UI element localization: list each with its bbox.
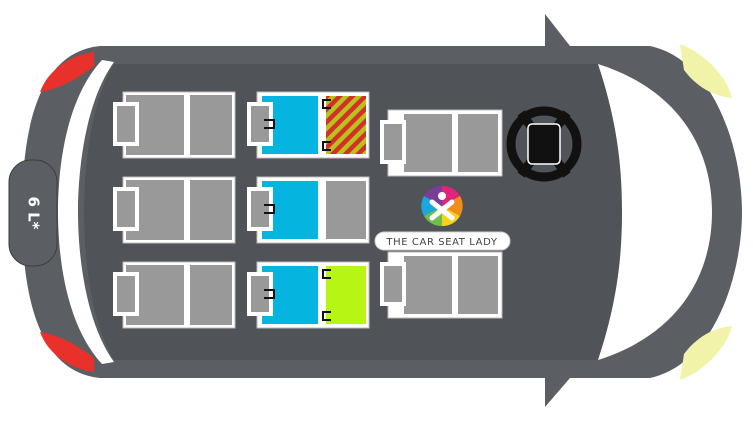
third-row-seat-right[interactable] [113,261,236,329]
third-row-seats [113,91,236,329]
second-row-seats [247,91,370,329]
third-row-seat-middle[interactable] [113,176,236,244]
latch-connector [264,204,275,214]
headlight-top [680,44,732,98]
tail-light-bottom [40,332,94,372]
latch-connector [264,289,275,299]
latch-connector [322,269,331,279]
windshield [598,64,712,360]
second-row-seat-right[interactable] [247,261,370,329]
steering-wheel-icon [506,106,582,182]
brand-label-text: THE CAR SEAT LADY [385,237,497,248]
driver-seat[interactable] [380,109,503,177]
latch-connector [322,141,331,151]
tail-light-top [40,52,94,92]
rear-label-badge: 6 L* [8,159,58,267]
front-row-seats [380,109,503,319]
booster-seat-hatched [326,96,366,154]
rear-label-text: 6 L* [25,196,43,229]
brand-label: THE CAR SEAT LADY [374,231,511,251]
latch-connector [264,119,275,129]
booster-seat-green [326,266,366,324]
rear-window [58,60,114,364]
latch-connector [322,311,331,321]
car-seat-lady-logo-icon [421,185,463,227]
second-row-seat-left[interactable] [247,91,370,159]
third-row-seat-left[interactable] [113,91,236,159]
headlight-bottom [680,326,732,380]
second-row-seat-middle[interactable] [247,176,370,244]
latch-connector [322,99,331,109]
passenger-seat[interactable] [380,251,503,319]
